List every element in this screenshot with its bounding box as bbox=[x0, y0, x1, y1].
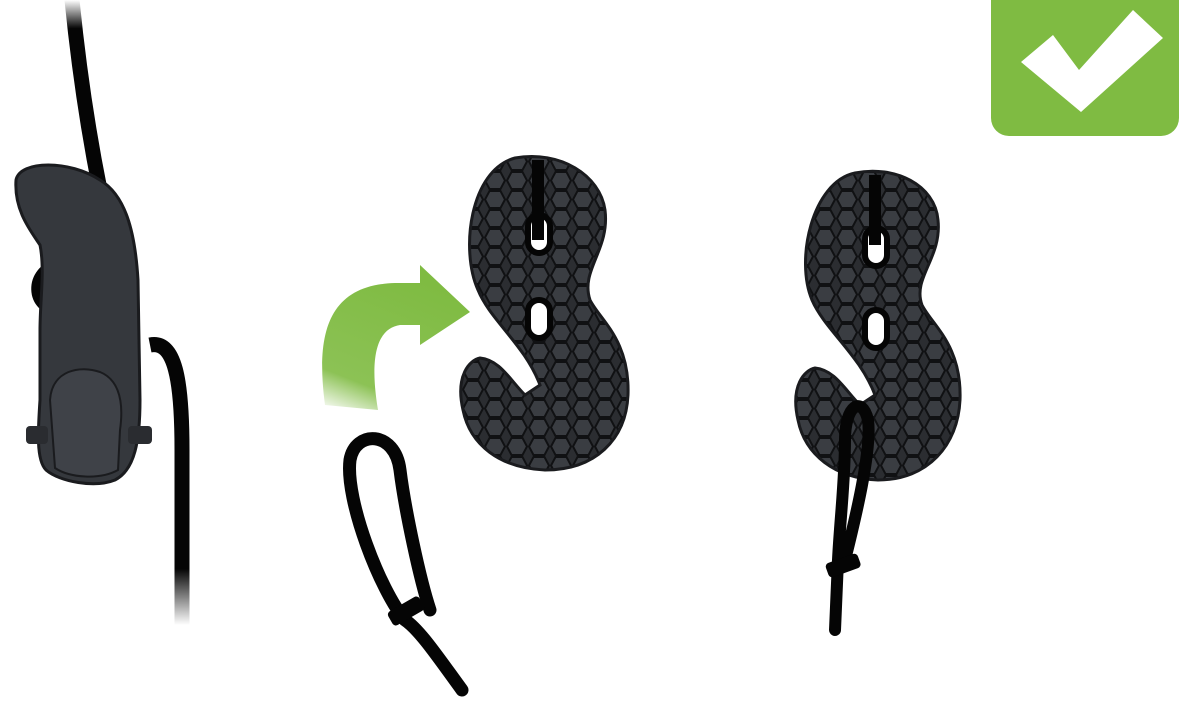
cord-loop bbox=[350, 439, 462, 690]
side-clip bbox=[16, 165, 152, 484]
step-1-clip-closed bbox=[16, 0, 182, 625]
step-2-hook-loop bbox=[322, 0, 628, 690]
cord-top bbox=[72, 0, 100, 190]
step-3-loop-secured bbox=[796, 18, 960, 640]
curved-arrow-icon bbox=[322, 265, 470, 410]
success-badge bbox=[991, 0, 1179, 136]
cord-bottom bbox=[150, 345, 182, 625]
